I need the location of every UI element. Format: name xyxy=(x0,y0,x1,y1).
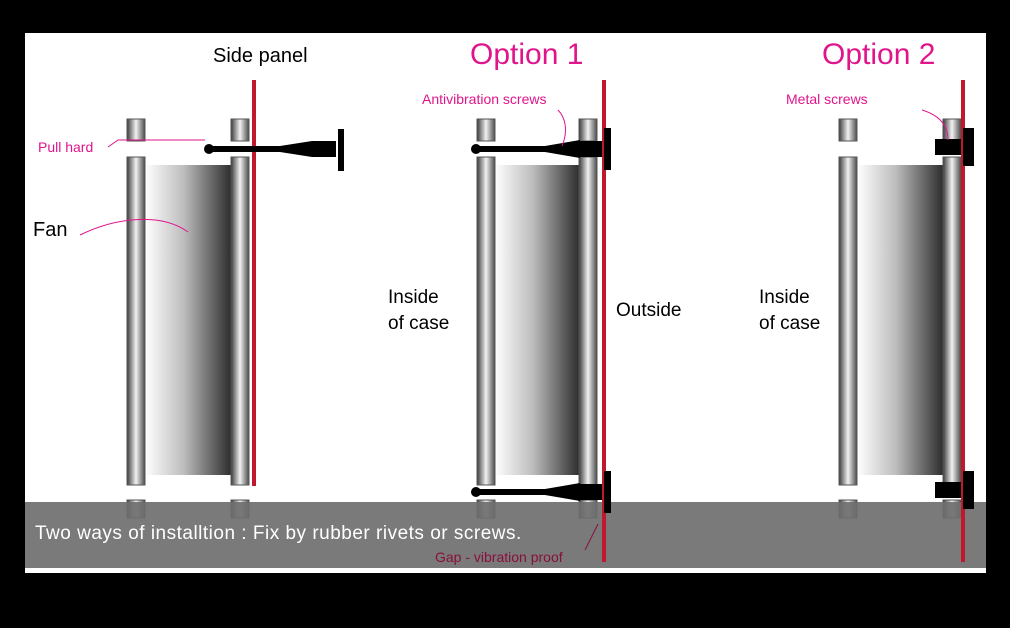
antivibration-pointer xyxy=(557,109,566,147)
side-panel-line-overlay xyxy=(602,502,606,562)
caption-band xyxy=(25,502,986,568)
fan-mount-top-left xyxy=(476,118,496,142)
fan-diagram-rivet xyxy=(79,80,344,519)
fan-body xyxy=(857,165,943,475)
inside-of-case-label-2-line1: Inside xyxy=(759,287,810,308)
fan-frame-left xyxy=(476,156,496,486)
fan-frame-right xyxy=(578,156,598,486)
option1-title: Option 1 xyxy=(470,38,584,71)
fan-frame-left xyxy=(838,156,858,486)
fan-pointer xyxy=(79,218,189,236)
fan-frame-right xyxy=(942,156,962,486)
fan-label: Fan xyxy=(33,219,68,241)
inside-of-case-label-2-line2: of case xyxy=(759,313,821,334)
side-panel-line xyxy=(961,80,965,562)
pull-hard-label: Pull hard xyxy=(38,139,94,155)
rubber-rivet xyxy=(204,129,344,171)
fan-frame-right xyxy=(230,156,250,486)
metal-screw-bottom xyxy=(935,471,974,509)
metal-screws-label: Metal screws xyxy=(786,91,868,107)
fan-mount-top-right xyxy=(942,118,962,142)
inside-of-case-label-1-line1: Inside xyxy=(388,287,439,308)
screw-overlay xyxy=(604,502,974,513)
gap-label: Gap - vibration proof xyxy=(435,549,563,565)
antivibration-screw-top xyxy=(471,128,611,170)
antivibration-screw-bottom xyxy=(471,471,611,513)
inside-of-case-label-1-line2: of case xyxy=(388,313,450,334)
pull-hard-pointer xyxy=(107,139,205,148)
option2-title: Option 2 xyxy=(822,38,936,71)
metal-screw-top xyxy=(935,128,974,166)
fan-mount-top-left xyxy=(838,118,858,142)
fan-body xyxy=(145,165,231,475)
outside-label: Outside xyxy=(616,300,682,321)
side-panel-title: Side panel xyxy=(213,45,308,67)
metal-screws-pointer xyxy=(921,109,949,141)
side-panel-line-overlay xyxy=(961,502,965,562)
fan-frame-left xyxy=(126,156,146,486)
fan-diagram-option1 xyxy=(471,80,611,562)
side-panel-line xyxy=(252,80,256,486)
fan-mount-top-left xyxy=(126,118,146,142)
fan-mount-top-right xyxy=(230,118,250,142)
gap-pointer xyxy=(584,523,599,551)
side-panel-line xyxy=(602,80,606,562)
fan-diagram-option2 xyxy=(838,80,974,562)
antivibration-screws-label: Antivibration screws xyxy=(422,91,547,107)
fan-body xyxy=(495,165,579,475)
caption-text: Two ways of installtion : Fix by rubber … xyxy=(35,523,522,544)
fan-mount-top-right xyxy=(578,118,598,142)
